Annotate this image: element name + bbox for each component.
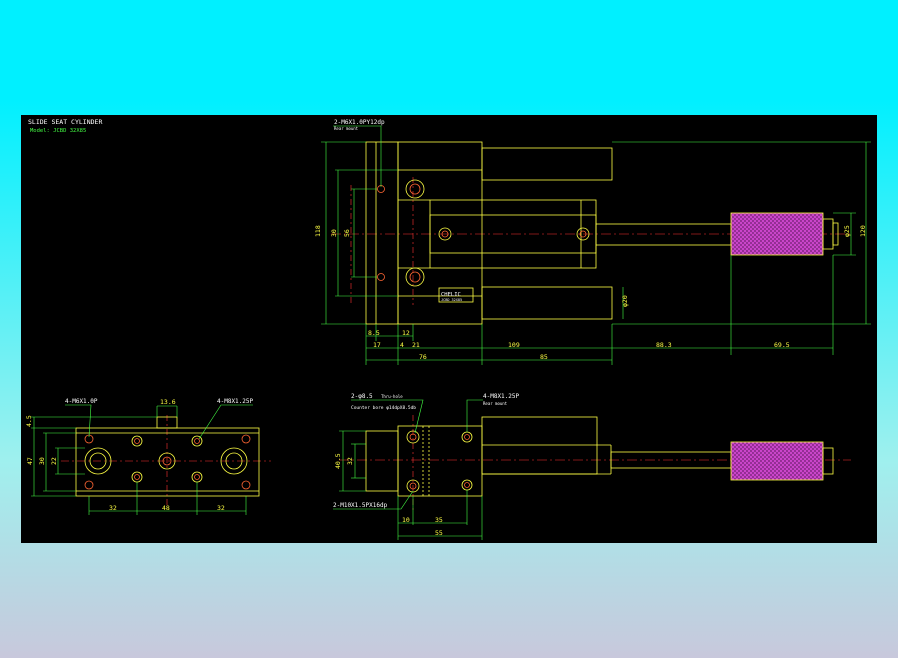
side-callout-1b: Thru-hole (381, 394, 403, 399)
dim-4: 4 (400, 341, 404, 349)
dim-85: 85 (540, 353, 548, 361)
dim-phi25: φ25 (843, 225, 851, 237)
side-callout-3: 4-M8X1.25P (483, 393, 520, 400)
dim-30-front: 30 (38, 457, 46, 465)
slide-body (397, 141, 483, 325)
dim-120: 120 (859, 225, 867, 237)
nameplate-text: CHELIC (441, 292, 461, 298)
dim-35: 35 (435, 516, 443, 524)
drawing-title: SLIDE SEAT CYLINDER (28, 118, 102, 126)
front-callout-right: 4-M8X1.25P (217, 398, 254, 405)
dim-76: 76 (419, 353, 427, 361)
side-cylinder (481, 416, 598, 475)
top-view (331, 141, 851, 325)
dim-30: 30 (330, 229, 338, 237)
dim-8-5: 8.5 (368, 329, 380, 337)
dim-21: 21 (412, 341, 420, 349)
drawing-model: Model: JCBD 32X85 (30, 128, 86, 134)
dim-32b: 32 (217, 504, 225, 512)
rod-end (730, 212, 824, 256)
guide-rod-top (481, 147, 613, 181)
cad-drawing: SLIDE SEAT CYLINDER Model: JCBD 32X85 (25, 118, 871, 540)
mount-hole (377, 273, 385, 281)
dim-17: 17 (373, 341, 381, 349)
dim-109: 109 (508, 341, 520, 349)
side-rod-end (730, 441, 824, 481)
dim-88-3: 88.3 (656, 341, 672, 349)
side-callout-1: 2-φ8.5 (351, 393, 373, 400)
dim-69-5: 69.5 (774, 341, 790, 349)
dim-40-5: 40.5 (334, 453, 342, 469)
dim-118: 118 (314, 225, 322, 237)
top-callout-1: 2-M6X1.0PY12dp (334, 119, 385, 126)
dim-22: 22 (50, 457, 58, 465)
side-view (339, 415, 851, 510)
front-view (61, 415, 271, 505)
dim-56: 56 (343, 229, 351, 237)
dim-4-5: 4.5 (25, 415, 33, 427)
cad-viewport: SLIDE SEAT CYLINDER Model: JCBD 32X85 (21, 115, 877, 543)
top-callout-2: Rear mount (334, 126, 359, 131)
dim-13-6: 13.6 (160, 398, 176, 406)
piston-rod (595, 223, 732, 246)
dim-32a: 32 (109, 504, 117, 512)
nameplate-sub: JCBD 32X85 (441, 298, 462, 302)
guide-rod-bottom (481, 286, 613, 320)
front-callout-left: 4-M6X1.0P (65, 398, 98, 405)
dim-47: 47 (26, 457, 34, 465)
dim-12: 12 (402, 329, 410, 337)
side-callout-bottom: 2-M10X1.5PX16dp (333, 502, 388, 509)
dim-phi20: φ20 (621, 295, 629, 307)
dim-48: 48 (162, 504, 170, 512)
dim-32-side: 32 (346, 457, 354, 465)
side-plate (365, 430, 399, 492)
side-callout-3b: Rear mount (483, 401, 508, 406)
mounting-plate (365, 141, 399, 325)
front-plate (75, 427, 260, 497)
dim-10: 10 (402, 516, 410, 524)
side-callout-2: Counter bore φ14dpX8.5db (351, 405, 416, 411)
dim-55: 55 (435, 529, 443, 537)
